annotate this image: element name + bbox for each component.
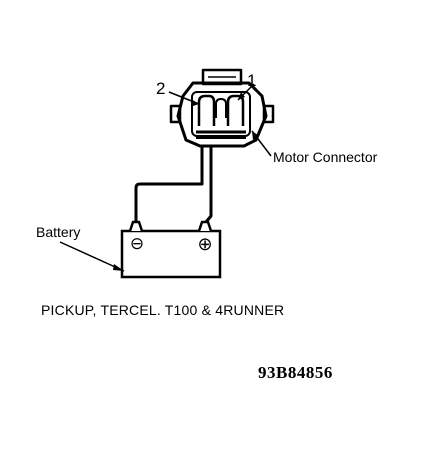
motor-connector-label: Motor Connector [273,149,378,165]
battery-case [120,229,222,279]
positive-symbol: ⊕ [197,234,212,255]
wiring [134,144,213,224]
figure-code: 93B84856 [258,363,333,382]
leader-lines [59,83,272,272]
negative-symbol: ⊖ [130,234,144,254]
battery-leader [59,241,125,272]
positive-wire [204,144,213,224]
pin1-label: 1 [247,71,257,90]
negative-wire [134,144,204,224]
motor-connector [169,68,275,148]
negative-terminal [128,220,144,232]
battery [120,220,222,279]
pin1-arrowhead [238,92,245,100]
pin2-label: 2 [156,79,166,98]
pin2-arrowhead [191,99,199,106]
motor-connector-arrowhead [252,131,259,140]
vehicle-models-caption: PICKUP, TERCEL. T100 & 4RUNNER [41,302,285,318]
positive-terminal [197,220,213,232]
battery-label: Battery [36,224,81,240]
